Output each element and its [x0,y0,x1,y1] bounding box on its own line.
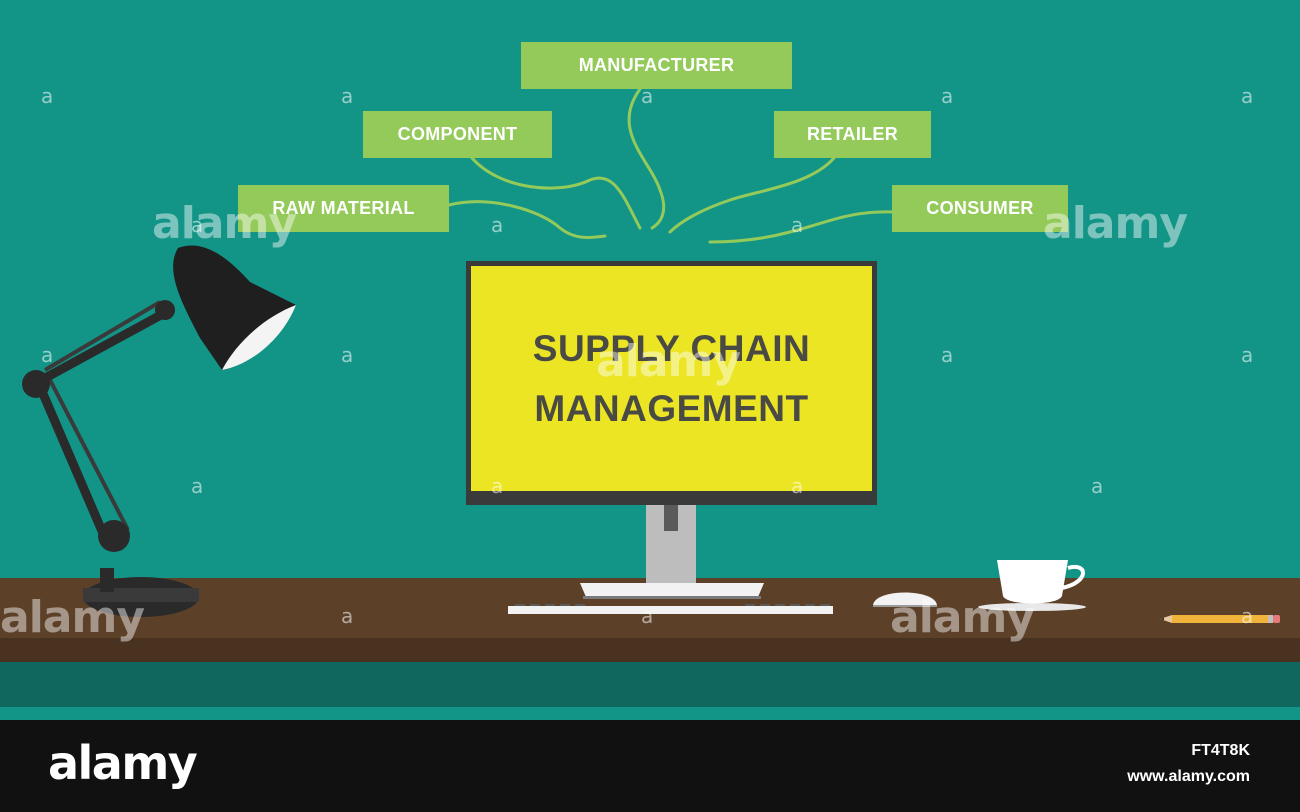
watermark-mark: a [341,84,354,108]
watermark: alamy [0,592,145,643]
watermark-mark: a [341,343,354,367]
watermark: alamy [596,336,741,387]
connector-retailer [668,156,836,234]
label-component: COMPONENT [363,111,552,158]
watermark-mark: a [791,474,804,498]
coffee-cup [978,560,1086,611]
keyboard [508,604,833,614]
connector-lines [447,87,894,244]
watermark-mark: a [1241,343,1254,367]
connector-raw-material [447,200,607,240]
watermark-mark: a [491,474,504,498]
watermark-mark: a [641,604,654,628]
watermark-mark: a [1091,474,1104,498]
watermark: alamy [1043,198,1188,249]
screen-title-line-2: MANAGEMENT [534,387,809,429]
pencil [1160,615,1280,623]
monitor-screen: SUPPLY CHAIN MANAGEMENT [471,266,872,491]
watermark-mark: a [41,84,54,108]
alamy-logo: alamy [48,736,198,790]
watermark: alamy [152,198,297,249]
label-consumer: CONSUMER [892,185,1068,232]
watermark-mark: a [491,213,504,237]
stock-footer: alamy FT4T8K www.alamy.com [0,720,1300,812]
watermark-mark: a [941,343,954,367]
label-raw-material: RAW MATERIAL [238,185,449,232]
label-retailer: RETAILER [774,111,931,158]
connector-manufacturer [627,87,666,230]
watermark-mark: a [41,343,54,367]
watermark-mark: a [941,84,954,108]
watermark-mark: a [191,213,204,237]
watermark: alamy [890,592,1035,643]
watermark-mark: a [1241,604,1254,628]
illustration-scene: MANUFACTURER COMPONENT RETAILER RAW MATE… [0,0,1300,720]
mouse [873,592,937,607]
watermark-mark: a [791,213,804,237]
watermark-mark: a [641,84,654,108]
connector-component [470,156,642,230]
desk-lamp [22,245,296,617]
screen-title-line-1: SUPPLY CHAIN [532,327,811,369]
watermark-mark: a [191,474,204,498]
label-manufacturer: MANUFACTURER [521,42,792,89]
watermark-mark: a [341,604,354,628]
site-url: www.alamy.com [1127,768,1250,785]
connector-consumer [708,210,894,244]
monitor-stand-base [580,583,764,597]
watermark-mark: a [1241,84,1254,108]
image-id: FT4T8K [1191,742,1250,759]
